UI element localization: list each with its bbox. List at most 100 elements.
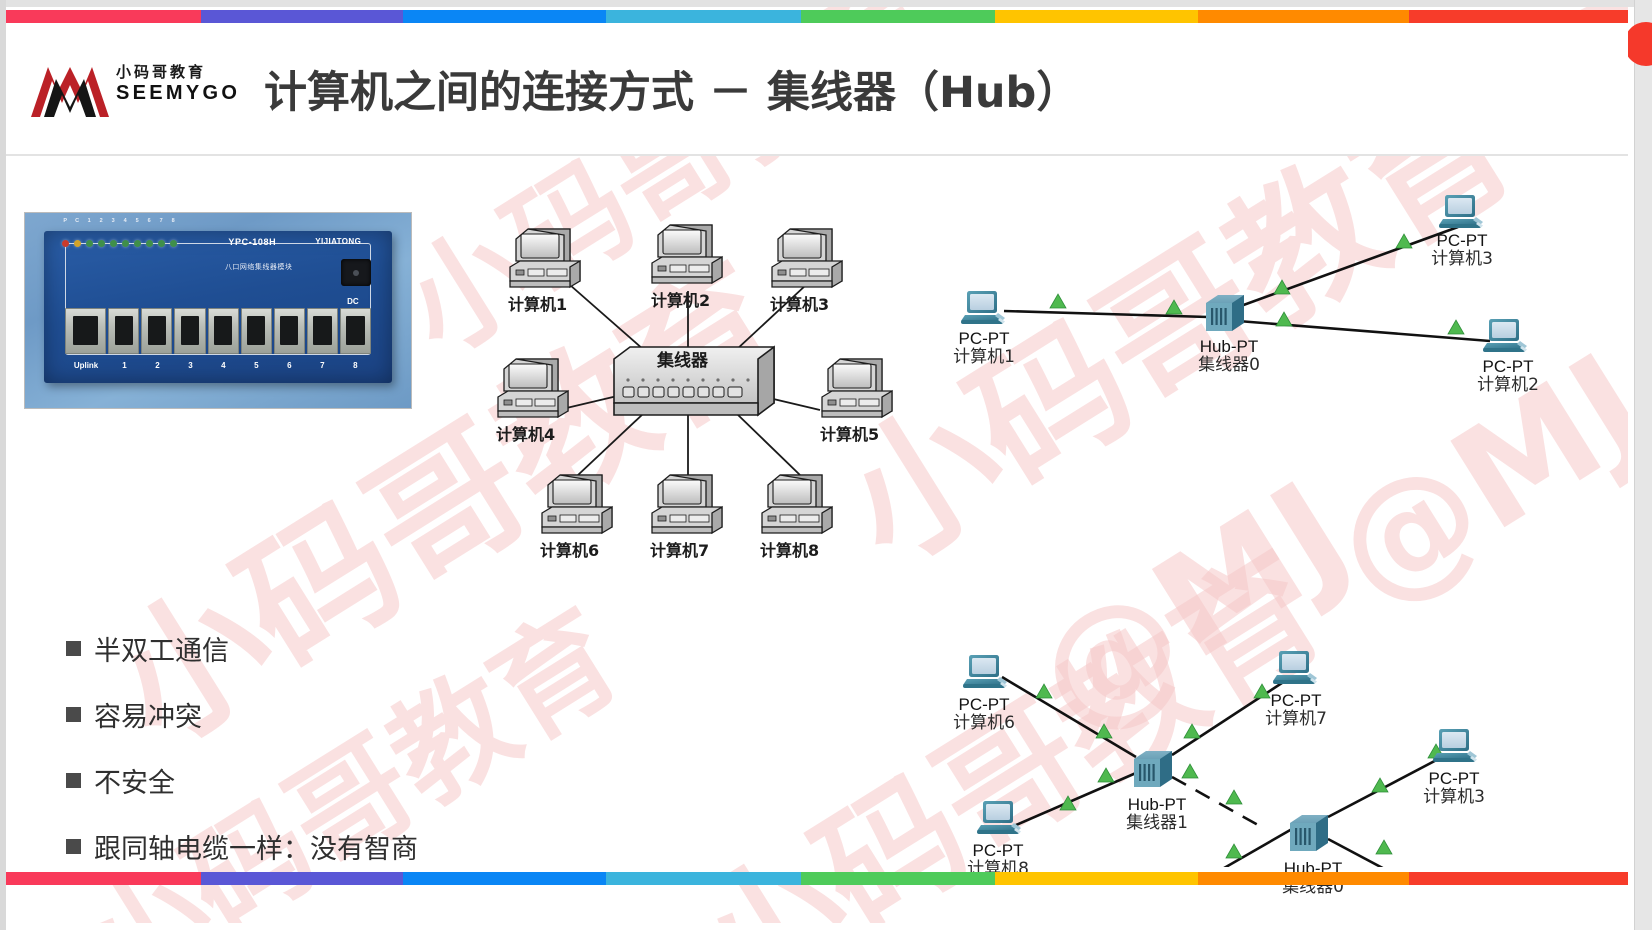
slide-body: P C 1 2 3 4 5 6 7 8	[6, 159, 1628, 897]
pt-node-name: 计算机2	[1477, 375, 1539, 396]
accent-bar-bottom	[6, 872, 1628, 885]
accent-bar-segment	[6, 872, 201, 885]
hub-port-8	[339, 308, 371, 354]
pt-node-hub-1: Hub-PT 集线器1	[1102, 795, 1212, 833]
pt-node-name: 计算机6	[953, 713, 1015, 734]
hub-led-label: C	[75, 218, 80, 225]
star-node-label-6: 计算机6	[540, 541, 600, 560]
hub-model-label: YPC-108H	[228, 236, 277, 247]
hub-uplink-label: Uplink	[73, 361, 99, 371]
led-collision-icon	[73, 239, 81, 247]
hub-led-label: 2	[99, 218, 103, 225]
seemygo-m-logo-icon	[28, 61, 112, 119]
brand-logo-text: 小码哥教育 SEEMYGO	[116, 62, 241, 106]
pt-node-type: Hub-PT	[1127, 795, 1187, 814]
hub-port-number: 2	[155, 361, 160, 371]
pt-node-pc-7: PC-PT 计算机7	[1246, 691, 1346, 729]
hub-port-number: 8	[353, 361, 358, 371]
accent-bar-segment	[6, 10, 201, 23]
accent-bar-segment	[1408, 872, 1628, 885]
pt-node-name: 集线器0	[1198, 355, 1260, 376]
pt-node-type: PC-PT	[1270, 691, 1322, 710]
hub-port-5	[240, 308, 272, 354]
star-node-label-4: 计算机4	[496, 425, 556, 444]
star-hub-label: 集线器	[657, 351, 708, 371]
accent-bar-segment	[606, 872, 801, 885]
hub-led-label: 1	[87, 218, 91, 225]
accent-bar-segment	[200, 872, 404, 885]
led-port-icon	[85, 239, 93, 247]
brand-name-en: SEEMYGO	[116, 82, 241, 105]
bullet-square-icon	[66, 707, 81, 722]
star-node-label-8: 计算机8	[760, 541, 820, 560]
pt-node-name: 计算机1	[953, 347, 1015, 368]
pt-node-type: PC-PT	[1436, 231, 1488, 250]
bullet-text: 不安全	[94, 768, 175, 799]
pt-node-hub-0: Hub-PT 集线器0	[1174, 337, 1284, 375]
bullet-square-icon	[66, 839, 81, 854]
led-power-icon	[61, 239, 69, 247]
pt-node-pc-2: PC-PT 计算机2	[1458, 357, 1558, 395]
hub-led-label: 6	[147, 218, 151, 225]
led-port-icon	[169, 239, 177, 247]
red-circle-badge	[1624, 22, 1652, 66]
accent-bar-segment	[1408, 10, 1628, 23]
hub-port-numbers: Uplink 1 2 3 4 5 6 7 8	[65, 361, 371, 370]
pt-node-pc-1: PC-PT 计算机1	[934, 329, 1034, 367]
star-topology-diagram: 集线器 计算机1 计算机2 计算机3 计算机4 计算机5 计算机6 计算机7 计…	[448, 207, 928, 567]
pt-node-name: 计算机7	[1265, 709, 1327, 730]
bullet-text: 半双工通信	[94, 636, 229, 667]
hub-port-number: 1	[122, 361, 127, 371]
page-title: 计算机之间的连接方式 － 集线器（Hub）	[264, 67, 1080, 118]
window-top-chrome	[0, 0, 1652, 7]
led-port-icon	[133, 239, 141, 247]
accent-bar-top	[6, 10, 1628, 23]
hub-led-label: 4	[123, 218, 127, 225]
hub-status-leds	[61, 239, 177, 247]
hub-port-number: 3	[188, 361, 193, 371]
pt-node-type: PC-PT	[958, 695, 1010, 714]
hub-dc-label: DC	[347, 297, 359, 307]
hub-port-number: 7	[320, 361, 325, 371]
window-right-scrollbar[interactable]	[1624, 0, 1652, 930]
hub-port-number: 4	[221, 361, 226, 371]
hub-port-number: 6	[287, 361, 292, 371]
accent-bar-segment	[606, 10, 801, 23]
hub-led-label: 3	[111, 218, 115, 225]
accent-bar-segment	[995, 10, 1199, 23]
slide-header: 小码哥教育 SEEMYGO 计算机之间的连接方式 － 集线器（Hub）	[6, 23, 1628, 156]
star-hub-icon	[613, 345, 775, 417]
accent-bar-segment	[200, 10, 404, 23]
list-item: 跟同轴电缆一样：没有智商	[66, 827, 586, 866]
bullet-list: 半双工通信 容易冲突 不安全 跟同轴电缆一样：没有智商	[66, 629, 586, 893]
hub-port-uplink	[65, 308, 107, 354]
hub-led-label: 7	[159, 218, 163, 225]
hub-port-2	[141, 308, 173, 354]
hub-port-number: 5	[254, 361, 259, 371]
list-item: 不安全	[66, 761, 586, 800]
hub-port-3	[174, 308, 206, 354]
led-port-icon	[157, 239, 165, 247]
pt-node-type: PC-PT	[1482, 357, 1534, 376]
brand-name-cn: 小码哥教育	[116, 62, 207, 81]
bullet-text: 容易冲突	[94, 702, 202, 733]
bullet-square-icon	[66, 773, 81, 788]
hub-led-labels: P C 1 2 3 4 5 6 7 8	[62, 218, 177, 224]
pt-node-pc-3: PC-PT 计算机3	[1412, 231, 1512, 269]
hub-port-6	[273, 308, 305, 354]
hub-device-chassis: P C 1 2 3 4 5 6 7 8	[44, 218, 392, 383]
star-node-label-2: 计算机2	[651, 291, 711, 310]
accent-bar-segment	[1198, 10, 1409, 23]
list-item: 容易冲突	[66, 695, 586, 734]
hub-face-outline	[65, 242, 371, 356]
hub-dc-jack	[340, 259, 371, 287]
hub-led-label: 8	[171, 218, 175, 225]
packet-tracer-diagram-top: PC-PT 计算机1 PC-PT 计算机3 PC-PT 计算机2 Hub-PT …	[946, 189, 1566, 419]
pt-node-type: Hub-PT	[1199, 337, 1259, 356]
pt-node-name: 计算机3	[1431, 249, 1493, 270]
accent-bar-segment	[1198, 872, 1409, 885]
star-node-label-3: 计算机3	[770, 295, 830, 314]
list-item: 半双工通信	[66, 629, 586, 668]
hub-led-label: 5	[135, 218, 139, 225]
led-port-icon	[145, 239, 153, 247]
